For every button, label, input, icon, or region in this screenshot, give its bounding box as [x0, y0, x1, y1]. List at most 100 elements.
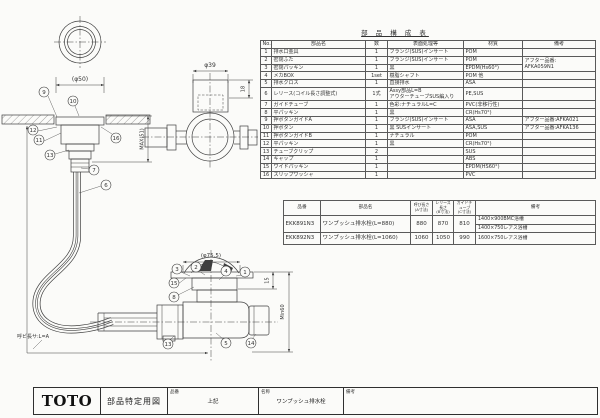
parts-cell-no: 16 — [260, 170, 272, 180]
parts-cell-remark — [522, 170, 596, 180]
parts-cell-no: 9 — [260, 116, 272, 125]
parts-cell-no: 11 — [260, 131, 272, 141]
dim-phi50 — [55, 77, 105, 93]
parts-cell-no: 6 — [260, 87, 272, 102]
parts-cell-name: 平パッキン — [271, 139, 366, 149]
parts-cell-remark — [522, 131, 596, 141]
callouts: 9 10 12 11 13 16 7 6 3 2 4 1 15 8 13 5 1… — [27, 86, 257, 350]
spec-cell-code: EKK892N3 — [283, 232, 321, 246]
parts-cell-material: ASA,SUS — [463, 123, 523, 133]
callout-3: 3 — [171, 263, 191, 277]
parts-cell-material: ASA — [463, 79, 523, 88]
dim-label-max51: MAX(51) — [140, 128, 146, 149]
remarks-label: 備考 — [346, 390, 355, 395]
parts-header-cell: 材質 — [463, 40, 523, 49]
svg-text:12: 12 — [30, 128, 37, 134]
name-label: 名称 — [261, 390, 270, 395]
spec-cell-b: 1050 — [432, 232, 454, 246]
dim-length-a — [25, 126, 208, 355]
spec-header-cell: 部品名 — [320, 199, 411, 217]
parts-cell-qty: 1 — [365, 162, 388, 172]
parts-cell-qty: 1 — [365, 131, 388, 141]
parts-cell-remark — [522, 48, 596, 57]
parts-cell-remark — [522, 79, 596, 88]
spec-cell-a: 880 — [410, 215, 433, 234]
callout-13b: 13 — [162, 335, 175, 350]
spec-header-cell: 呼び長さ (A寸法) — [410, 199, 433, 217]
parts-cell-remark — [522, 162, 596, 172]
svg-text:10: 10 — [70, 99, 77, 105]
part-no-label: 品番 — [170, 390, 179, 395]
callout-16: 16 — [100, 126, 122, 144]
parts-cell-surface — [387, 147, 464, 157]
parts-cell-surface — [387, 162, 464, 172]
parts-cell-no: 7 — [260, 100, 272, 110]
spec-remark-line: 1400×900BMC浴槽 — [478, 217, 524, 223]
name-value: ワンプッシュ排水栓 — [276, 399, 326, 405]
part-no-value: 上記 — [207, 399, 219, 405]
parts-cell-qty: 1 — [365, 139, 388, 149]
svg-text:8: 8 — [172, 295, 176, 301]
svg-text:1: 1 — [243, 270, 247, 276]
parts-cell-remark — [522, 71, 596, 81]
dim-label-length: 呼ビ長サ:L=A — [17, 333, 50, 340]
parts-cell-qty: 1 — [365, 48, 388, 57]
spec-remark-line: 1600×750レアス浴槽 — [478, 235, 528, 241]
release-tube — [32, 172, 114, 334]
svg-text:14: 14 — [248, 341, 255, 347]
spec-cell-b: 870 — [432, 215, 454, 234]
spec-cell-code: EKK891N3 — [283, 215, 321, 234]
title-block-part-no: 品番 上記 — [167, 388, 258, 414]
parts-cell-remark — [522, 139, 596, 149]
parts-cell-surface: フランジ(SUS)インサート — [387, 48, 464, 57]
callout-6: 6 — [78, 179, 112, 194]
spec-cell-c: 990 — [453, 232, 476, 246]
parts-cell-name: チューブクリップ — [271, 147, 366, 157]
dim-phi39 — [192, 69, 229, 83]
parts-cell-material: CR(Hs70°) — [463, 139, 523, 149]
parts-cell-name: 排水口金具 — [271, 48, 366, 57]
parts-cell-remark — [522, 155, 596, 164]
parts-cell-name: スリップワッシャ — [271, 170, 366, 180]
parts-cell-name: 密閉ふた — [271, 55, 366, 65]
parts-cell-remark: アフター品番:AFKA021 — [522, 116, 596, 125]
svg-text:6: 6 — [104, 183, 108, 189]
parts-cell-remark — [522, 147, 596, 157]
parts-cell-material: POM — [463, 55, 523, 65]
parts-cell-qty: 1 — [365, 55, 388, 65]
parts-cell-qty: 1 — [365, 116, 388, 125]
parts-cell-remark — [522, 87, 596, 102]
callout-7: 7 — [80, 164, 100, 176]
spec-cell-remark: 1600×750レアス浴槽 — [475, 232, 596, 246]
svg-text:15: 15 — [171, 281, 178, 287]
callout-15: 15 — [168, 277, 187, 289]
parts-cell-surface: 直接排水 — [387, 79, 464, 88]
parts-cell-material: POM — [463, 48, 523, 57]
parts-cell-remark — [522, 108, 596, 118]
parts-cell-material: POM — [463, 131, 523, 141]
spec-cell-a: 1060 — [410, 232, 433, 246]
svg-text:3: 3 — [175, 267, 179, 273]
parts-header-cell: 備考 — [522, 40, 596, 49]
parts-cell-qty: 1 — [365, 123, 388, 133]
parts-cell-name: 平パッキン — [271, 108, 366, 118]
parts-cell-remark: アフター品番: AFKA059N1 — [522, 55, 596, 73]
callout-14: 14 — [245, 333, 257, 349]
parts-cell-no: 12 — [260, 139, 272, 149]
svg-text:9: 9 — [42, 90, 46, 96]
parts-cell-no: 10 — [260, 123, 272, 133]
spec-header-cell: レリース長さ (B寸法) — [432, 199, 454, 217]
parts-header-cell: 部品名 — [271, 40, 366, 49]
